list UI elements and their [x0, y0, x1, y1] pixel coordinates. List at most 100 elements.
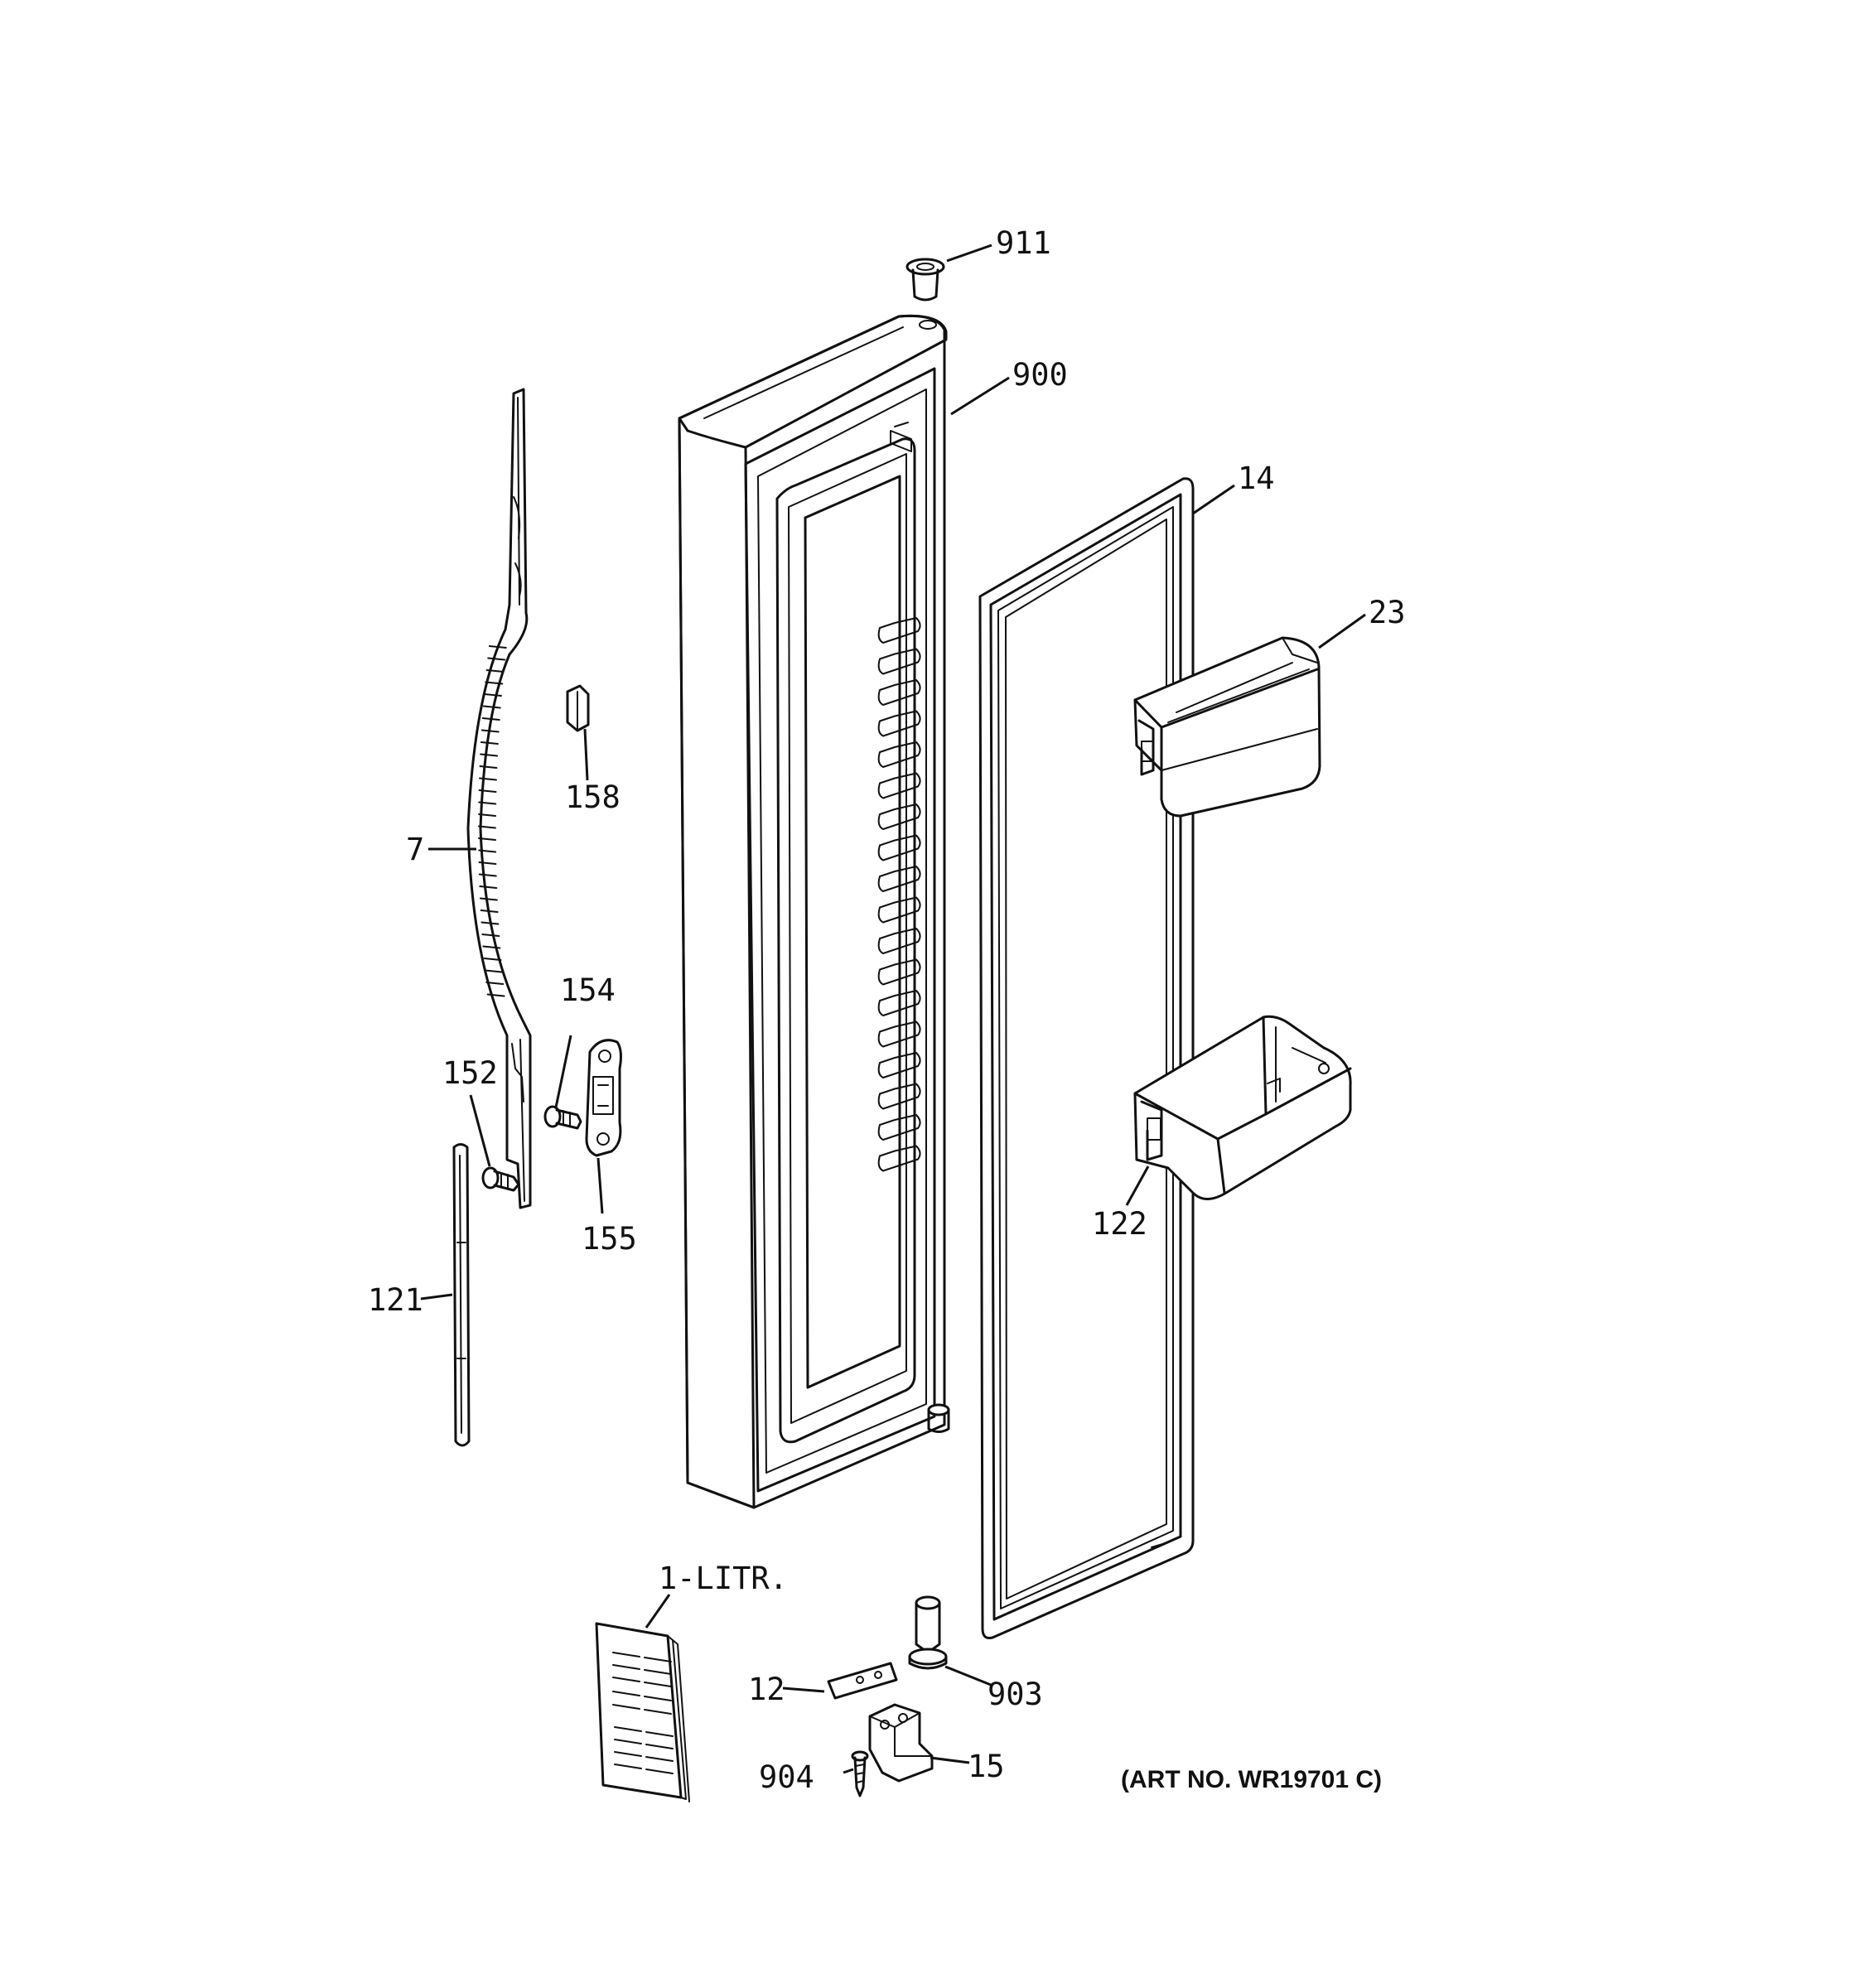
shelf-rail	[877, 990, 921, 1016]
part-7-handle	[466, 388, 532, 1209]
part-152-screw	[481, 1166, 520, 1192]
text-line	[645, 1768, 674, 1774]
label-904: 904	[759, 1759, 814, 1795]
text-line	[612, 1664, 640, 1670]
grip-ridge	[485, 681, 504, 685]
shelf-rail	[877, 1083, 921, 1110]
shelf-rail	[877, 617, 921, 644]
part-1-litr-literature	[595, 1622, 690, 1802]
part-labels: 911 900 14 23 158 7 154 152 155 122 121 …	[368, 225, 1406, 1795]
grip-ridge	[478, 861, 497, 865]
handle-grip-ridges	[478, 645, 507, 997]
text-line	[612, 1652, 640, 1657]
shelf-rails	[877, 617, 921, 1172]
text-line	[645, 1731, 674, 1737]
part-12-shim	[827, 1662, 898, 1700]
part-911-bushing	[905, 258, 945, 302]
label-911: 911	[996, 225, 1051, 261]
label-122: 122	[1092, 1206, 1147, 1242]
shelf-rail	[877, 710, 921, 737]
shelf-rail	[877, 648, 921, 675]
shelf-rail	[877, 1052, 921, 1078]
shelf-rail	[877, 834, 921, 861]
part-900-door	[678, 314, 950, 1509]
part-14-gasket	[978, 477, 1195, 1639]
text-line	[644, 1657, 672, 1662]
grip-ridge	[479, 885, 498, 889]
label-158: 158	[565, 779, 621, 815]
shelf-rail	[877, 741, 921, 768]
grip-ridge	[478, 873, 497, 877]
shelf-rail	[877, 1145, 921, 1172]
shelf-rail	[877, 928, 921, 954]
grip-ridge	[485, 982, 505, 985]
text-line	[614, 1764, 642, 1769]
part-903-hinge-pin	[908, 1595, 948, 1670]
grip-ridge	[479, 897, 498, 901]
text-line	[614, 1726, 642, 1732]
grip-ridge	[481, 934, 500, 937]
label-900: 900	[1012, 357, 1068, 393]
grip-ridge	[486, 993, 505, 997]
grip-ridge	[478, 813, 497, 817]
grip-ridge	[482, 705, 501, 709]
shelf-rail	[877, 958, 921, 986]
text-line	[614, 1739, 642, 1744]
grip-ridge	[487, 657, 506, 661]
literature-text-lines	[612, 1652, 674, 1774]
grip-ridge	[480, 741, 499, 745]
label-15: 15	[968, 1749, 1005, 1784]
label-14: 14	[1238, 461, 1275, 496]
shelf-rail	[877, 772, 921, 799]
part-23-upper-bin	[1133, 636, 1321, 818]
grip-ridge	[483, 693, 502, 697]
shelf-rail	[877, 679, 921, 706]
grip-ridge	[481, 717, 500, 721]
grip-ridge	[478, 849, 497, 853]
label-12: 12	[748, 1672, 785, 1707]
label-7: 7	[406, 832, 424, 867]
part-158-plug	[566, 684, 590, 732]
part-15-hinge	[868, 1703, 934, 1783]
part-122-lower-bin	[1133, 1015, 1352, 1200]
grip-ridge	[478, 837, 497, 841]
leader-lines	[420, 244, 1366, 1774]
grip-ridge	[483, 958, 502, 961]
text-line	[645, 1744, 674, 1749]
part-121-trim	[452, 1143, 471, 1447]
grip-ridge	[480, 753, 499, 757]
part-155-mount	[585, 1039, 622, 1157]
label-1-litr: 1-LITR.	[659, 1561, 788, 1596]
label-121: 121	[368, 1282, 423, 1318]
label-152: 152	[442, 1055, 498, 1091]
text-line	[614, 1751, 642, 1757]
text-line	[612, 1677, 640, 1682]
shelf-rail	[877, 1021, 921, 1048]
text-line	[644, 1682, 672, 1687]
grip-ridge	[482, 945, 501, 949]
label-154: 154	[560, 972, 616, 1008]
text-line	[644, 1696, 672, 1701]
grip-ridge	[479, 765, 498, 769]
grip-ridge	[478, 789, 497, 793]
text-line	[612, 1704, 640, 1710]
grip-ridge	[484, 969, 503, 973]
grip-ridge	[488, 645, 507, 649]
part-154-screw	[543, 1105, 582, 1130]
grip-ridge	[478, 777, 497, 781]
grip-ridge	[478, 801, 497, 805]
part-904-screw	[851, 1750, 869, 1797]
label-155: 155	[582, 1221, 637, 1257]
text-line	[644, 1709, 672, 1715]
shelf-rail	[877, 866, 921, 892]
shelf-rail	[877, 1114, 921, 1141]
shelf-rail	[877, 803, 921, 830]
text-line	[612, 1691, 640, 1696]
grip-ridge	[485, 669, 505, 673]
label-903: 903	[988, 1677, 1043, 1712]
grip-ridge	[480, 921, 500, 925]
label-23: 23	[1369, 595, 1406, 630]
grip-ridge	[480, 910, 499, 913]
text-line	[644, 1669, 672, 1675]
